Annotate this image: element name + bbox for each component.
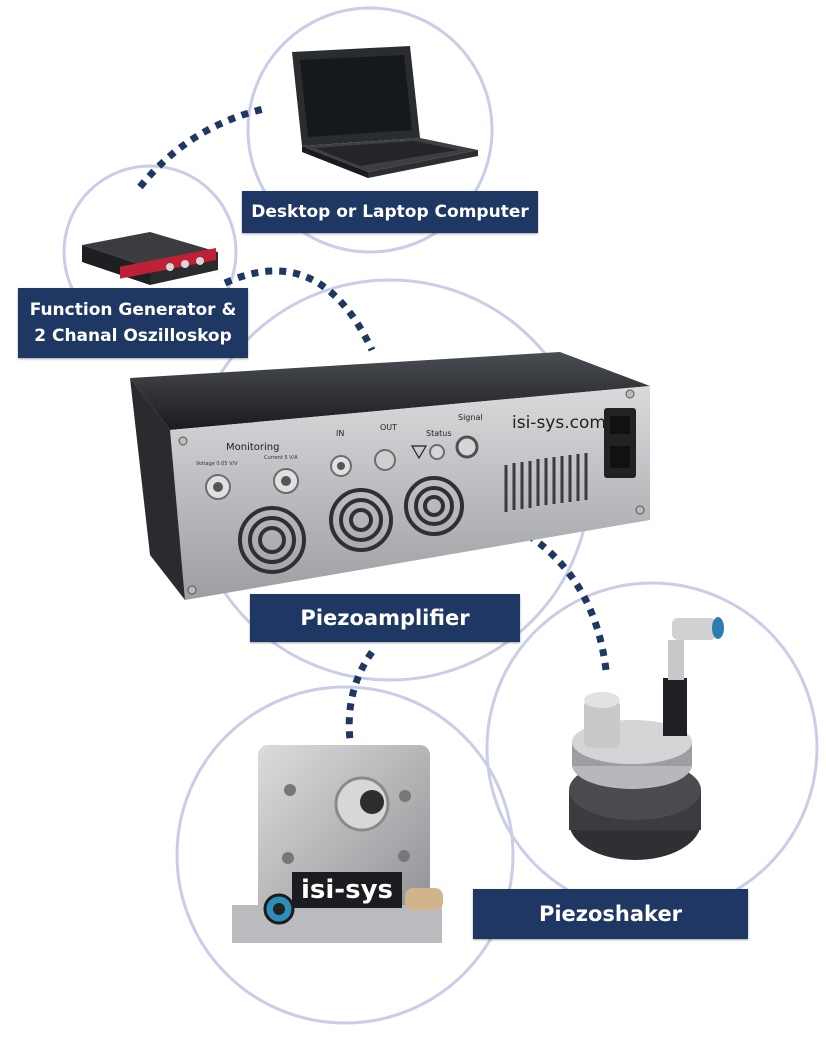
sensor-block-image: isi-sys [232,745,443,943]
link-amplifier-shaker [526,532,610,671]
function-generator-label-line2: 2 Chanal Oszilloskop [34,326,232,346]
piezoshaker-label: Piezoshaker [473,889,748,939]
sensor-circle [175,685,515,1025]
panel-in: IN [336,429,344,438]
piezoamplifier-image: isi-sys.com Monitoring Voltage 0.05 V/V … [130,352,650,600]
panel-brand: isi-sys.com [512,413,606,433]
computer-circle [246,6,494,254]
connection-lines [137,104,610,741]
panel-status: Status [426,429,452,438]
piezoamplifier-label: Piezoamplifier [250,594,520,642]
panel-monitoring: Monitoring [226,442,279,453]
function-generator-label: Function Generator & 2 Chanal Oszillosko… [18,288,248,358]
panel-signal: Signal [458,413,483,422]
warning-icon [410,445,428,460]
computer-label: Desktop or Laptop Computer [242,191,538,233]
link-generator-computer [137,104,269,190]
function-generator-label-line1: Function Generator & [29,300,237,320]
link-amplifier-sensor [345,649,375,741]
laptop-image [292,46,478,178]
function-generator-image [82,232,218,285]
sensor-brand: isi-sys [301,875,393,905]
piezoshaker-image [569,617,724,860]
link-generator-amplifier [223,267,376,352]
panel-voltage: Voltage 0.05 V/V [196,461,238,467]
panel-out: OUT [380,423,397,432]
panel-current: Current 5 V/A [264,455,298,461]
